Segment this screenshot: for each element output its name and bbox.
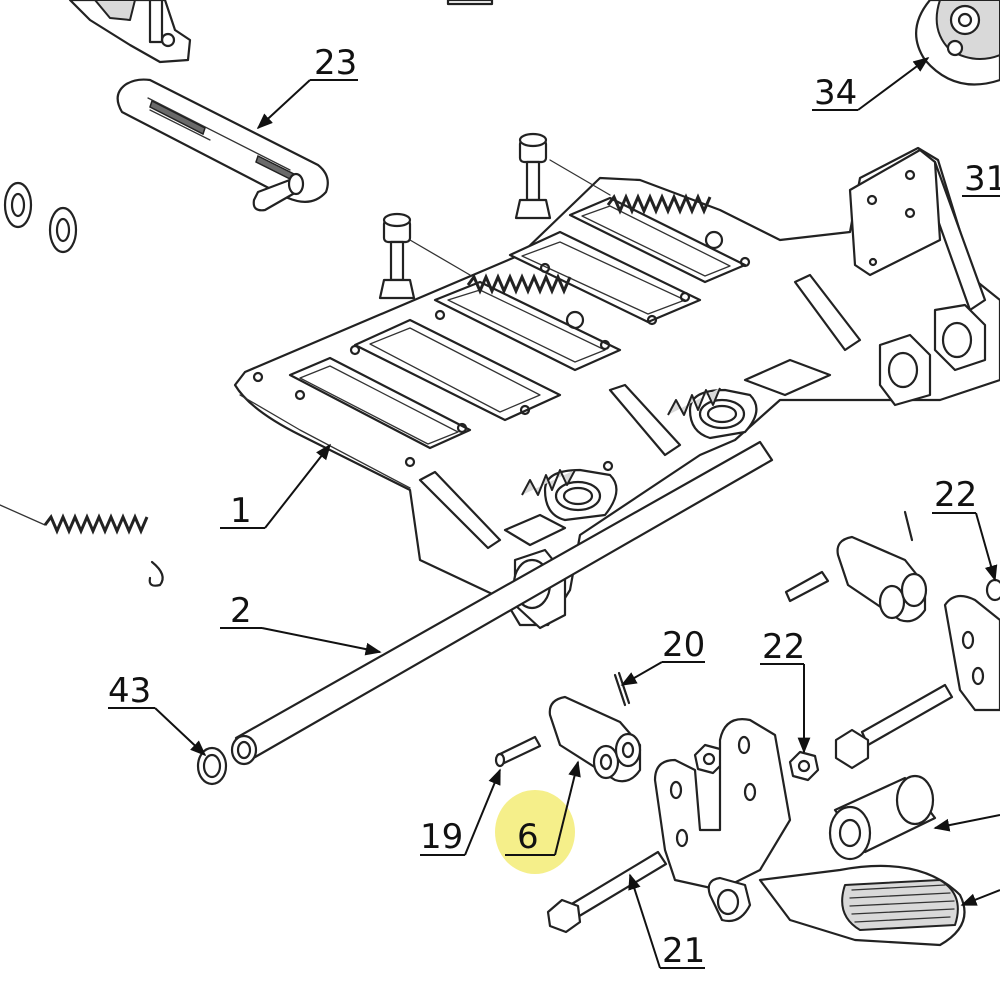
callout-23: 23 bbox=[314, 43, 357, 83]
part-6-clevis bbox=[548, 695, 642, 783]
callout-22-middle: 22 bbox=[762, 627, 805, 667]
top-left-bracket-part bbox=[68, 0, 192, 64]
pedal-assembly bbox=[653, 718, 966, 947]
part-2-shaft bbox=[230, 440, 774, 766]
callout-20: 20 bbox=[662, 625, 705, 665]
part-21-bolt bbox=[546, 850, 668, 934]
callout-31: 31 bbox=[964, 159, 1000, 199]
part-19-pin bbox=[494, 735, 542, 768]
callout-21: 21 bbox=[662, 931, 705, 971]
part-34-disc bbox=[915, 0, 1000, 86]
callout-19: 19 bbox=[420, 817, 463, 857]
callouts: 1 2 43 19 6 20 22 22 21 bbox=[108, 43, 1000, 971]
frame-bolts bbox=[378, 132, 552, 300]
frame-springs bbox=[409, 159, 724, 330]
callout-22-right: 22 bbox=[934, 475, 977, 515]
callout-6: 6 bbox=[517, 817, 539, 857]
long-bolt bbox=[834, 683, 954, 770]
sleeve-bushing bbox=[828, 774, 937, 861]
callout-2: 2 bbox=[230, 591, 252, 631]
callout-1: 1 bbox=[230, 491, 252, 531]
part-23-lever bbox=[116, 78, 329, 212]
nuts bbox=[693, 743, 820, 782]
top-center-bar bbox=[446, 0, 494, 6]
part-1-frame bbox=[233, 146, 1000, 630]
part-43-circlip bbox=[196, 746, 228, 786]
callout-43: 43 bbox=[108, 671, 151, 711]
part-20-split-pin bbox=[613, 671, 631, 707]
callout-34: 34 bbox=[814, 73, 857, 113]
left-spring bbox=[0, 504, 164, 587]
washers bbox=[3, 181, 78, 254]
right-bracket bbox=[943, 578, 1000, 712]
right-clevis bbox=[784, 510, 928, 623]
